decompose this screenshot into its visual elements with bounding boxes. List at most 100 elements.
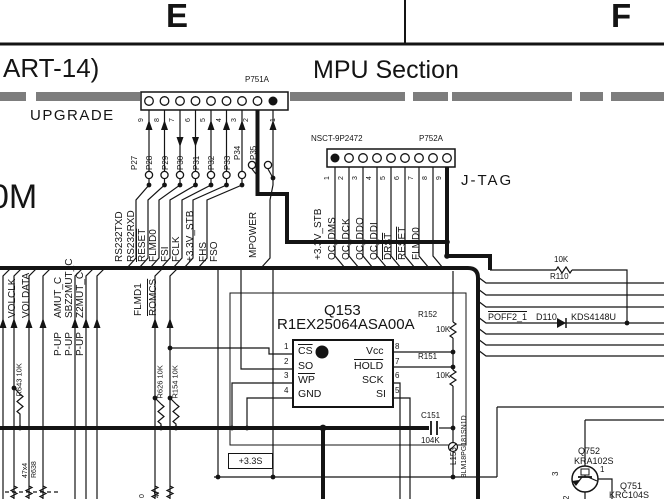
left-signal-wires bbox=[2, 267, 180, 499]
junction-dots bbox=[11, 175, 630, 480]
p751a-wires bbox=[126, 110, 274, 269]
p751a-pin-4: 4 bbox=[216, 118, 223, 122]
tp-p34: P34 bbox=[233, 145, 242, 160]
eeprom-pin-num-2: 2 bbox=[284, 357, 289, 366]
sig-oc-dms: OC_DMS bbox=[327, 217, 338, 260]
section-dashed-line bbox=[0, 92, 664, 101]
power-rail-box: +3.3S bbox=[228, 453, 273, 469]
sig-amut-c: AMUT_C bbox=[53, 276, 64, 318]
sig-prerlsb: PRERLSB bbox=[0, 271, 3, 318]
r638-value: 47x4 bbox=[22, 462, 29, 478]
eeprom-pin-num-7: 7 bbox=[395, 357, 400, 366]
p752a-part: NSCT-9P2472 bbox=[311, 134, 363, 143]
r638-ref: R638 bbox=[31, 461, 38, 478]
sig-volclk: VOLCLK bbox=[7, 278, 18, 318]
r152-ref: R152 bbox=[418, 310, 438, 319]
p752a-pin-6: 6 bbox=[394, 176, 401, 180]
p751a-pin-9: 9 bbox=[138, 118, 145, 122]
right-side-wires bbox=[214, 265, 664, 478]
eeprom-pin-num-6: 6 bbox=[395, 371, 400, 380]
pullup-note-3: P-UP bbox=[75, 332, 86, 356]
d110-part: KDS4148U bbox=[571, 312, 617, 322]
q752-pin1: 1 bbox=[600, 465, 605, 474]
sig-fso: FSO bbox=[209, 241, 220, 262]
eeprom-part: R1EX25064ASA00A bbox=[277, 316, 415, 333]
sig-fsi: FSI bbox=[160, 246, 171, 262]
eeprom-pin-si: SI bbox=[376, 388, 386, 400]
p751a-pin-6: 6 bbox=[185, 118, 192, 122]
eeprom-pin-num-3: 3 bbox=[284, 371, 289, 380]
q751-part: KRC104S bbox=[609, 490, 650, 499]
sig-flmd0-jtag: FLMD0 bbox=[411, 227, 422, 260]
eeprom-pin-num-1: 1 bbox=[284, 342, 289, 351]
p751a-pin-3: 3 bbox=[231, 118, 238, 122]
p751a-pin-1: 1 bbox=[270, 118, 277, 122]
eeprom-pin-wp: WP bbox=[298, 374, 315, 386]
sig-drst: DRST bbox=[383, 232, 394, 260]
sig-fhs: FHS bbox=[198, 242, 209, 262]
sig-oc-dck: OC_DCK bbox=[341, 218, 352, 260]
q752-ref: Q752 bbox=[578, 446, 601, 456]
tp-p30: P30 bbox=[176, 155, 185, 170]
pullup-note-1: P-UP bbox=[53, 332, 64, 356]
eeprom-pin1-mark bbox=[315, 345, 329, 359]
doc-ref-partial: ART-14) bbox=[3, 53, 100, 83]
r154-label: R154 10K bbox=[170, 365, 180, 399]
sig-mpower: MPOWER bbox=[248, 211, 259, 258]
q752-pin3: 3 bbox=[551, 471, 560, 476]
eeprom-pin-so: SO bbox=[298, 360, 314, 372]
q751-ref: Q751 bbox=[620, 481, 643, 491]
partial-left-text: 0M bbox=[0, 178, 38, 216]
eeprom-pin-sck: SCK bbox=[362, 374, 384, 386]
r110-ref: R110 bbox=[550, 272, 569, 281]
sig-oc-ddo: OC_DDO bbox=[355, 217, 366, 260]
p751a-pin-5: 5 bbox=[200, 118, 207, 122]
eeprom-pin-vcc: Vcc bbox=[366, 345, 384, 357]
r-romcs-value: 47 bbox=[154, 490, 161, 498]
p752a-pin-2: 2 bbox=[338, 176, 345, 180]
jtag-label: J-TAG bbox=[461, 172, 514, 189]
r152-value: 10K bbox=[436, 325, 451, 334]
p752a-pin-9: 9 bbox=[436, 176, 443, 180]
sig-sbz2mut-c: SBZ2MUT_C bbox=[64, 258, 75, 318]
upgrade-label: UPGRADE bbox=[30, 107, 115, 124]
eeprom-pin-gnd: GND bbox=[298, 388, 322, 400]
d110-diode bbox=[557, 318, 567, 328]
sig-reset-jtag: RESET bbox=[397, 226, 408, 260]
r151-ref: R151 bbox=[418, 352, 438, 361]
p752a-pin-7: 7 bbox=[408, 176, 415, 180]
power-rail-label: +3.3S bbox=[238, 455, 263, 466]
eeprom-pin-num-8: 8 bbox=[395, 342, 400, 351]
c151-capacitor bbox=[430, 421, 438, 435]
eeprom-pin-hold: HOLD bbox=[354, 360, 384, 372]
r110-value: 10K bbox=[554, 255, 569, 264]
p752a-ref: P752A bbox=[419, 134, 444, 143]
zone-label-e: E bbox=[166, 0, 189, 34]
sig-oc-ddi: OC_DDI bbox=[369, 222, 380, 260]
sig-romcs: ROMCS bbox=[148, 278, 159, 316]
tp-p33: P33 bbox=[223, 155, 232, 170]
r-flmd1-value: 0 bbox=[139, 494, 146, 498]
tp-p32: P32 bbox=[207, 155, 216, 170]
p752a-pin-4: 4 bbox=[366, 176, 373, 180]
d110-ref: D110 bbox=[536, 312, 557, 322]
sig-3v3stb-jtag: +3.3V_STB bbox=[313, 208, 324, 260]
tp-p27: P27 bbox=[130, 155, 139, 170]
eeprom-block-outline bbox=[229, 292, 467, 446]
eeprom-pin-num-5: 5 bbox=[395, 386, 400, 395]
r151-value: 10K bbox=[436, 371, 451, 380]
tp-p31: P31 bbox=[192, 155, 201, 170]
pullup-note-2: P-UP bbox=[64, 332, 75, 356]
sig-rs232rxd: RS232RXD bbox=[126, 210, 137, 262]
l153-bead bbox=[447, 441, 459, 453]
p752a-wires bbox=[334, 167, 444, 269]
p752a-pin-1: 1 bbox=[324, 176, 331, 180]
tp-p28: P28 bbox=[145, 155, 154, 170]
p752a-pin-8: 8 bbox=[422, 176, 429, 180]
sig-3v3stb: +3.3V_STB bbox=[185, 210, 196, 262]
tp-p35: P35 bbox=[249, 145, 258, 160]
eeprom-pin-num-4: 4 bbox=[284, 386, 289, 395]
signal-bus bbox=[0, 110, 492, 499]
page-title: MPU Section bbox=[313, 56, 459, 84]
